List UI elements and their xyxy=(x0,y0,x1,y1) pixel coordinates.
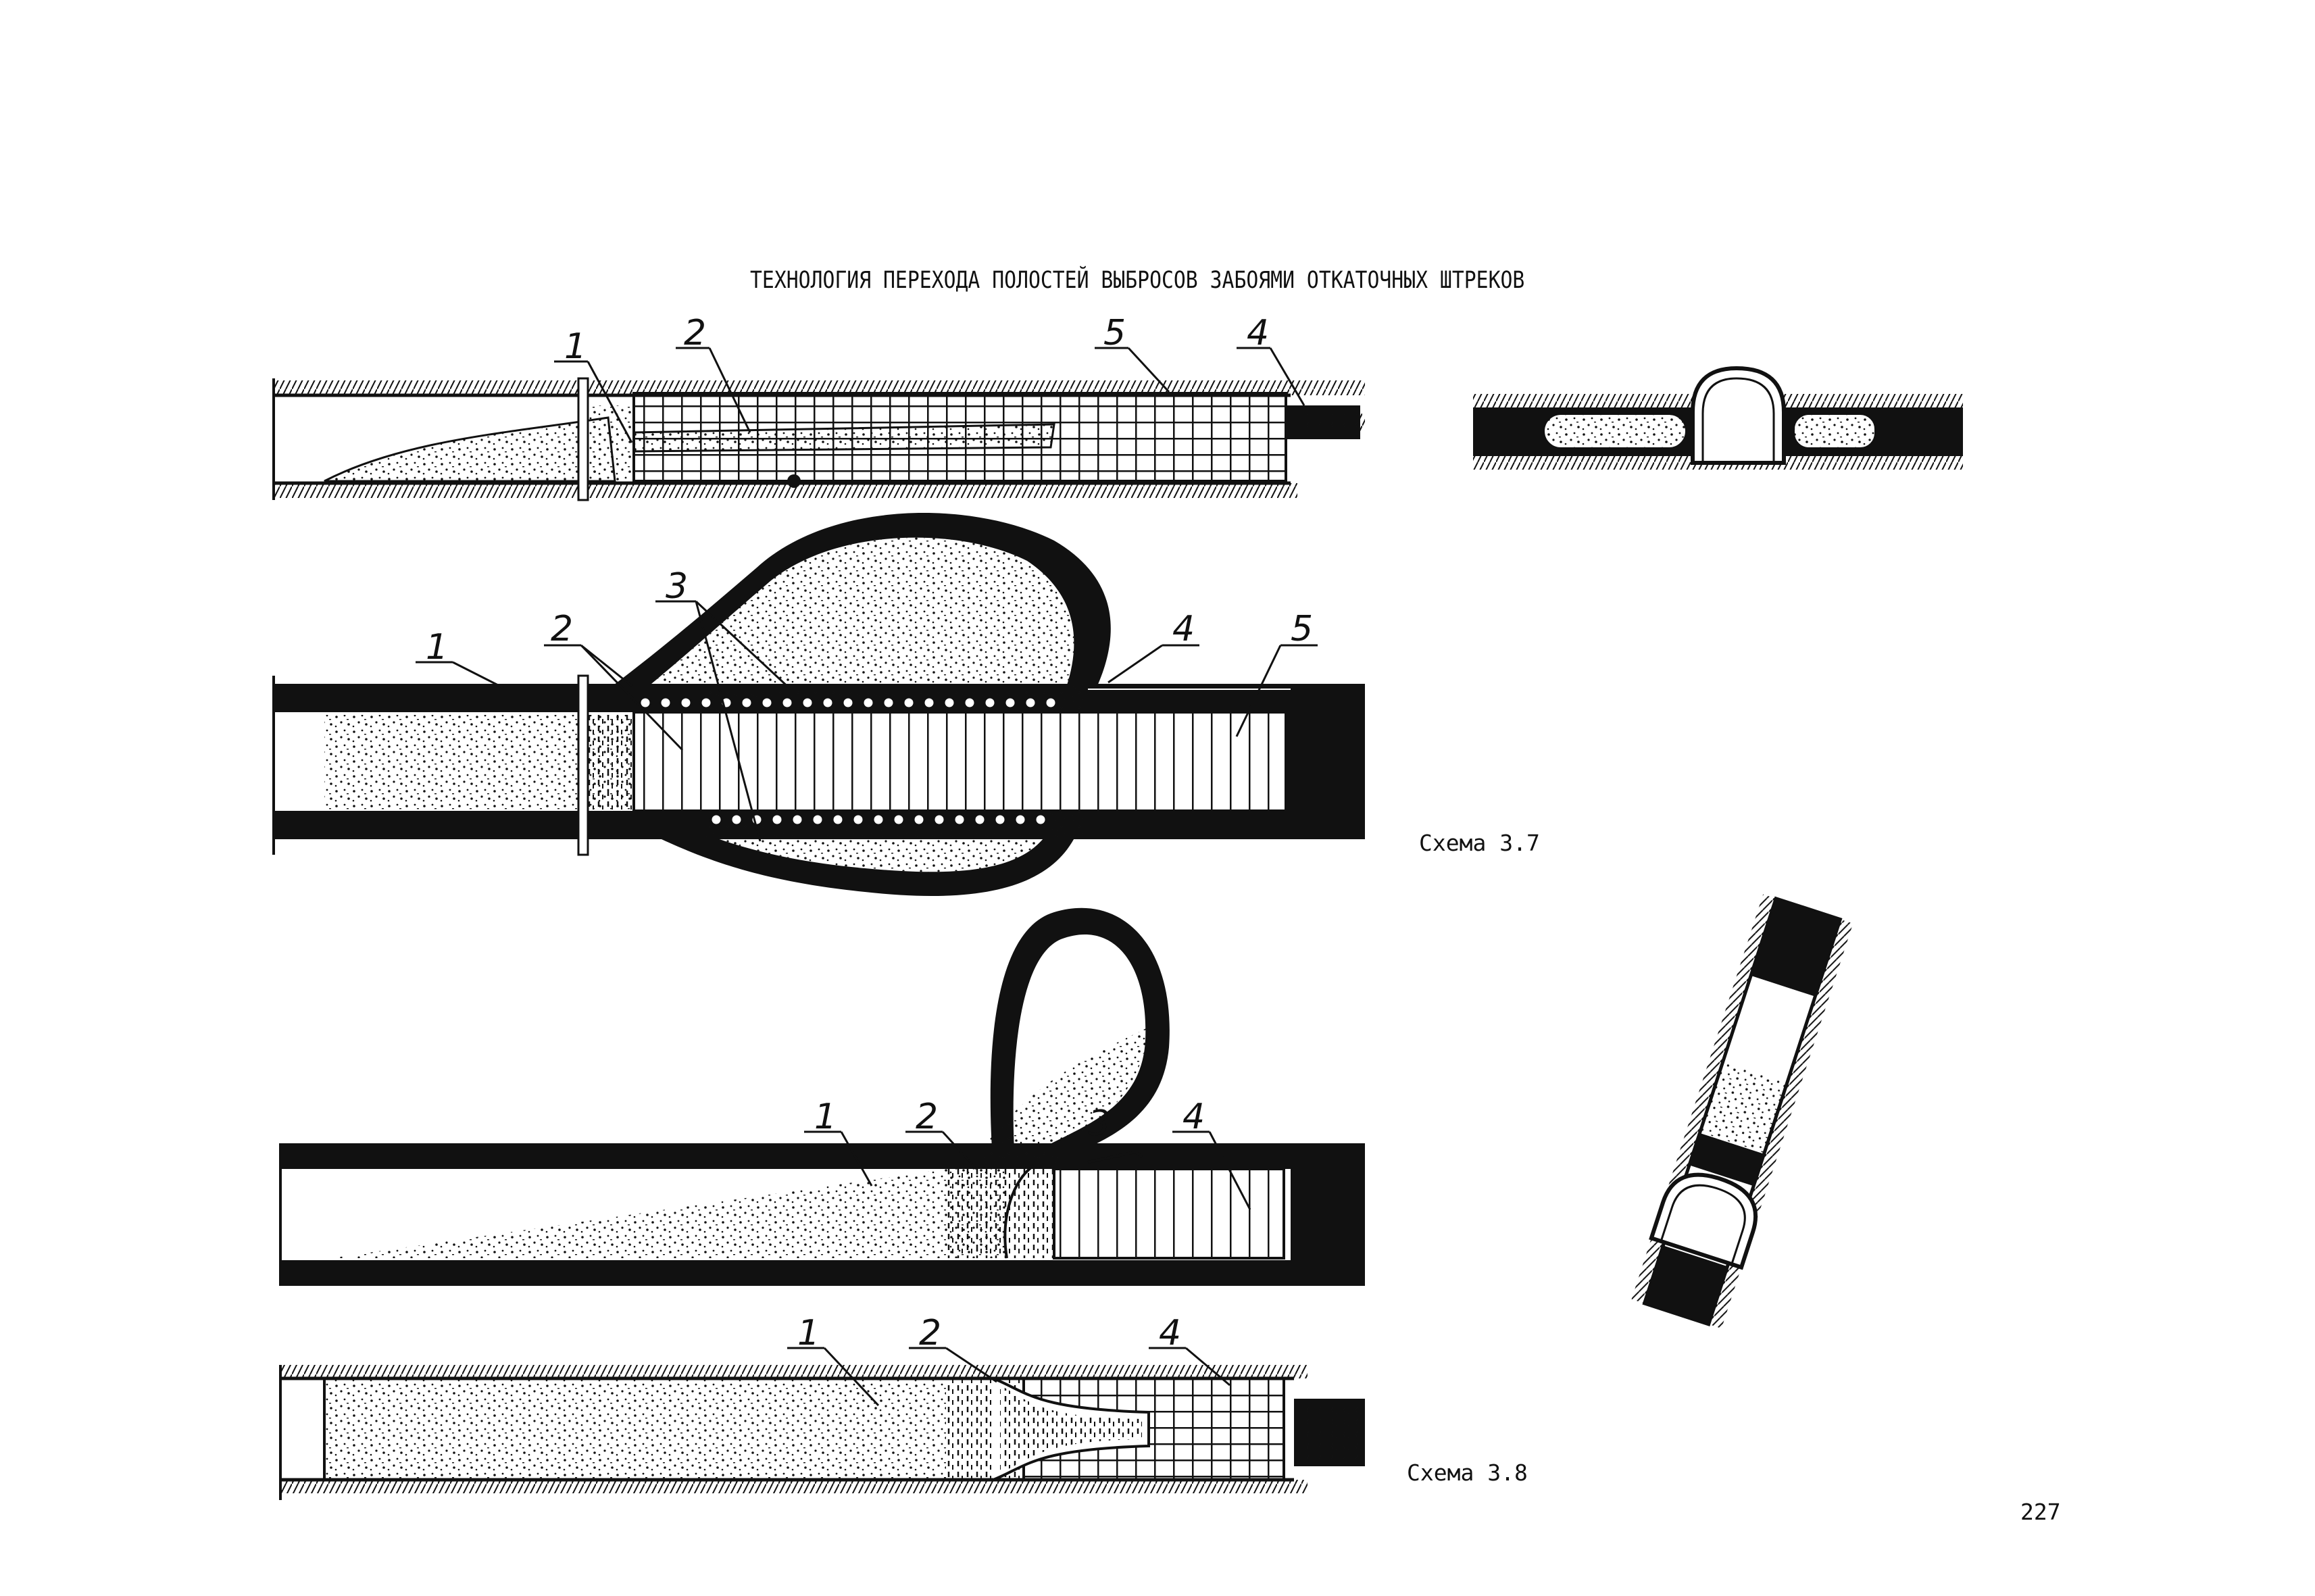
caption-scheme-3-7: Схема 3.7 xyxy=(1419,830,1540,856)
scheme-3-7-section: 1 2 3 4 5 xyxy=(272,513,1365,896)
top-plan-view: 1 2 5 4 xyxy=(272,313,1365,501)
s37-callout-4: 4 xyxy=(1172,609,1195,649)
scheme-3-8-section: 1 2 3 4 xyxy=(279,907,1365,1286)
top-callout-4: 4 xyxy=(1247,313,1269,353)
top-right-cross-section xyxy=(1473,366,1963,470)
s37-callout-1: 1 xyxy=(426,627,448,668)
s38-callout-2: 2 xyxy=(916,1097,938,1137)
top-callout-1: 1 xyxy=(564,326,587,367)
s38-callout-1: 1 xyxy=(814,1097,837,1137)
s37-callout-3: 3 xyxy=(666,566,688,607)
s38-plan-callout-4: 4 xyxy=(1159,1313,1181,1353)
s37-callout-5: 5 xyxy=(1291,609,1313,649)
s37-callout-2: 2 xyxy=(551,609,573,649)
s38-callout-3: 3 xyxy=(1088,1103,1110,1144)
scheme-3-8-plan: 1 2 4 xyxy=(279,1313,1365,1500)
top-callout-2: 2 xyxy=(684,313,706,353)
s38-callout-4: 4 xyxy=(1183,1097,1205,1137)
caption-scheme-3-8: Схема 3.8 xyxy=(1407,1460,1528,1486)
page-title: ТЕХНОЛОГИЯ ПЕРЕХОДА ПОЛОСТЕЙ ВЫБРОСОВ ЗА… xyxy=(750,267,1525,294)
inclined-cross-section xyxy=(1631,894,1853,1328)
top-callout-5: 5 xyxy=(1103,313,1126,353)
s38-plan-callout-2: 2 xyxy=(919,1313,941,1353)
page-number: 227 xyxy=(2020,1499,2061,1525)
s38-plan-callout-1: 1 xyxy=(797,1313,820,1353)
